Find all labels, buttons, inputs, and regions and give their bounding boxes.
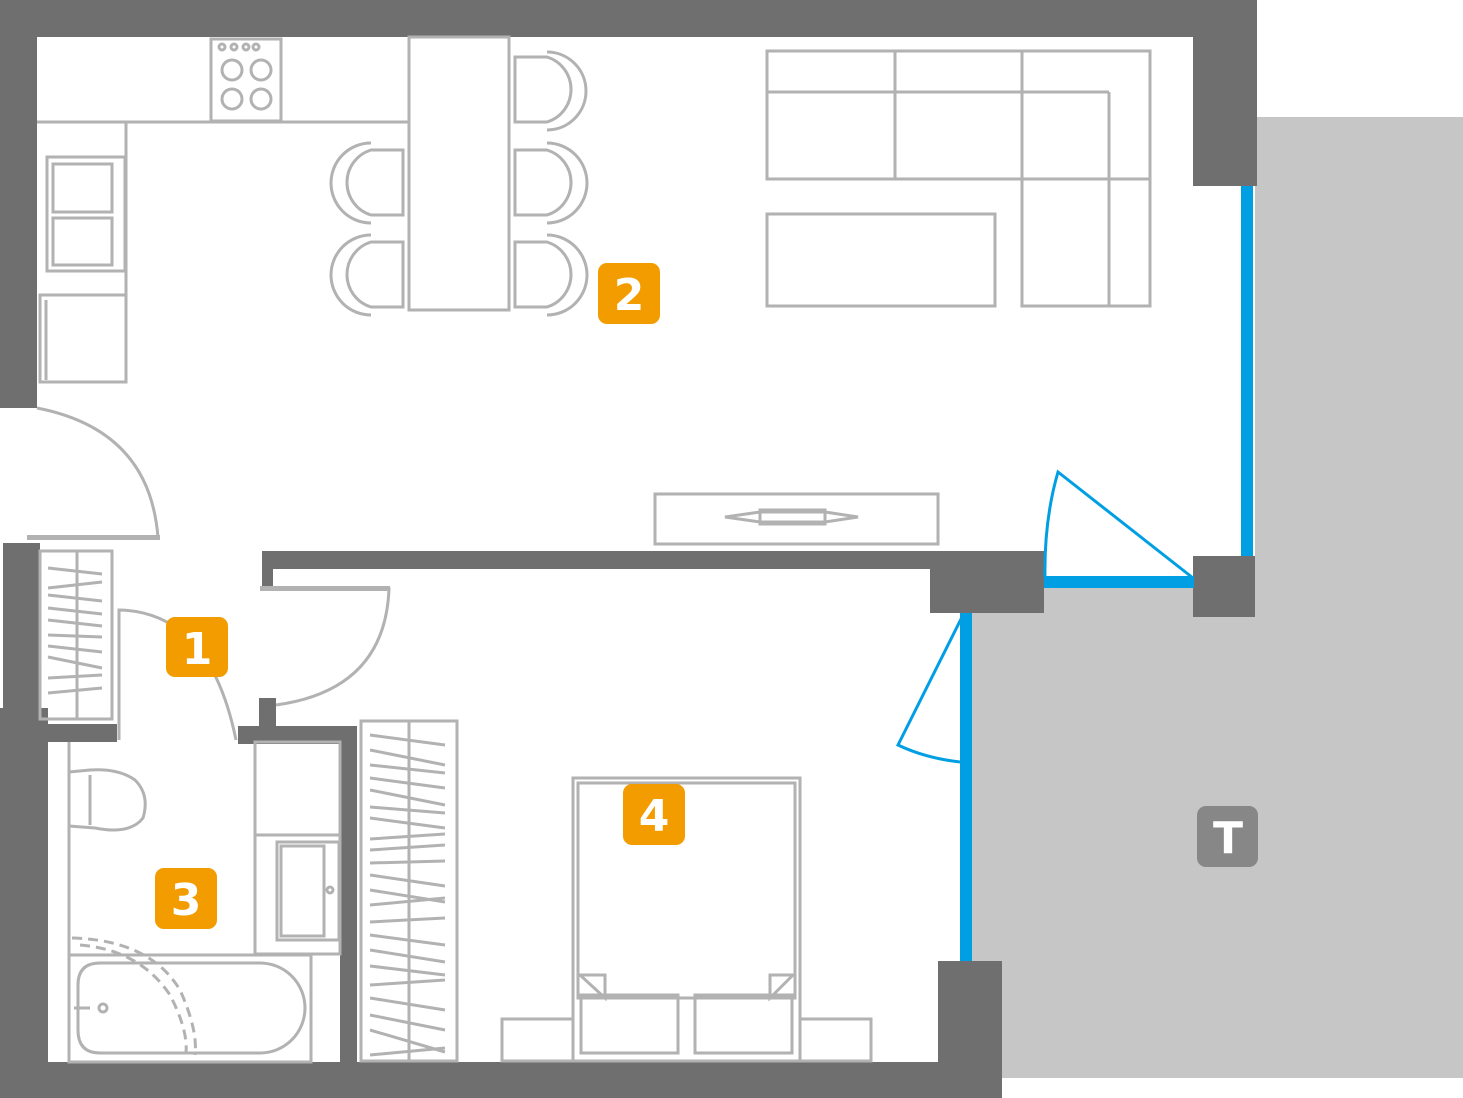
room-badge-3: 3 [155,868,217,929]
tv-stand [653,492,940,546]
bedroom-wardrobe [359,719,459,1063]
room-badge-4: 4 [623,784,685,845]
sofa [765,49,1152,308]
terrace-label: T [1213,813,1243,864]
balcony-door-lower[interactable] [895,616,964,764]
room-badge-2: 2 [598,263,660,324]
terrace-badge: T [1197,806,1258,867]
dining-chairs [329,50,589,317]
room-badge-1: 1 [166,617,228,677]
room-label-2: 2 [614,270,645,321]
bathroom-fixtures [67,740,342,1064]
room-label-4: 4 [639,791,670,842]
walls [0,0,1257,1098]
kitchen [37,35,511,384]
windows [960,186,1253,961]
balcony-door-upper[interactable] [1043,469,1194,580]
hall-wardrobe [38,549,114,721]
bed [500,776,873,1063]
entrance-door[interactable] [27,406,160,540]
room-label-3: 3 [171,875,202,926]
bedroom-door[interactable] [260,587,391,707]
room-label-1: 1 [182,624,213,675]
